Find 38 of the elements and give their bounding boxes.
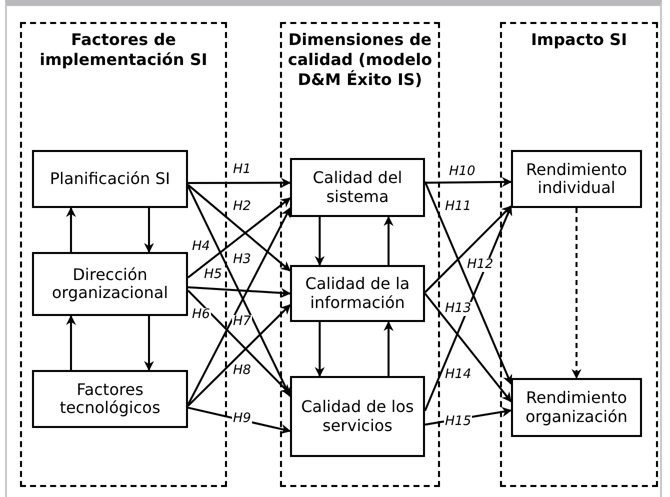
edge-label: H12	[466, 258, 494, 272]
arrow	[314, 322, 325, 377]
edge-label: H9	[232, 412, 252, 426]
arrow	[384, 321, 394, 376]
group-title: Dimensiones de calidad (modelo D&M Éxito IS)	[286, 30, 434, 90]
factor-box: Rendimiento individual	[511, 150, 642, 208]
arrow	[188, 286, 291, 298]
group-panel	[280, 22, 440, 487]
arrow	[144, 316, 154, 371]
arrow	[188, 178, 291, 188]
edge-label: H13	[444, 302, 472, 316]
arrow	[424, 177, 512, 187]
arrow	[314, 217, 325, 266]
arrow	[66, 207, 76, 252]
arrow	[424, 205, 512, 412]
arrow	[572, 208, 582, 379]
arrow	[384, 216, 394, 265]
group-title: Factores de implementación SI	[38, 30, 208, 70]
arrow	[66, 315, 76, 370]
group-panel	[20, 22, 227, 487]
arrow	[424, 292, 512, 402]
arrow	[187, 197, 291, 278]
arrow	[144, 208, 154, 253]
factor-box: Calidad del sistema	[290, 158, 425, 217]
arrow	[187, 290, 291, 395]
factor-box: Calidad de la información	[290, 265, 425, 322]
factor-box: Factores tecnológicos	[32, 370, 188, 428]
factor-box: Dirección organizacional	[32, 252, 188, 316]
group-title: Impacto SI	[530, 30, 628, 50]
arrow	[187, 304, 291, 407]
factor-box: Rendimiento organización	[511, 378, 642, 437]
factor-box: Calidad de los servicios	[290, 376, 425, 457]
factor-box: Planificación SI	[32, 150, 188, 208]
group-panel	[500, 22, 658, 487]
arrow	[188, 406, 291, 434]
arrow	[424, 181, 512, 385]
arrow	[187, 184, 291, 272]
arrow	[424, 206, 512, 294]
